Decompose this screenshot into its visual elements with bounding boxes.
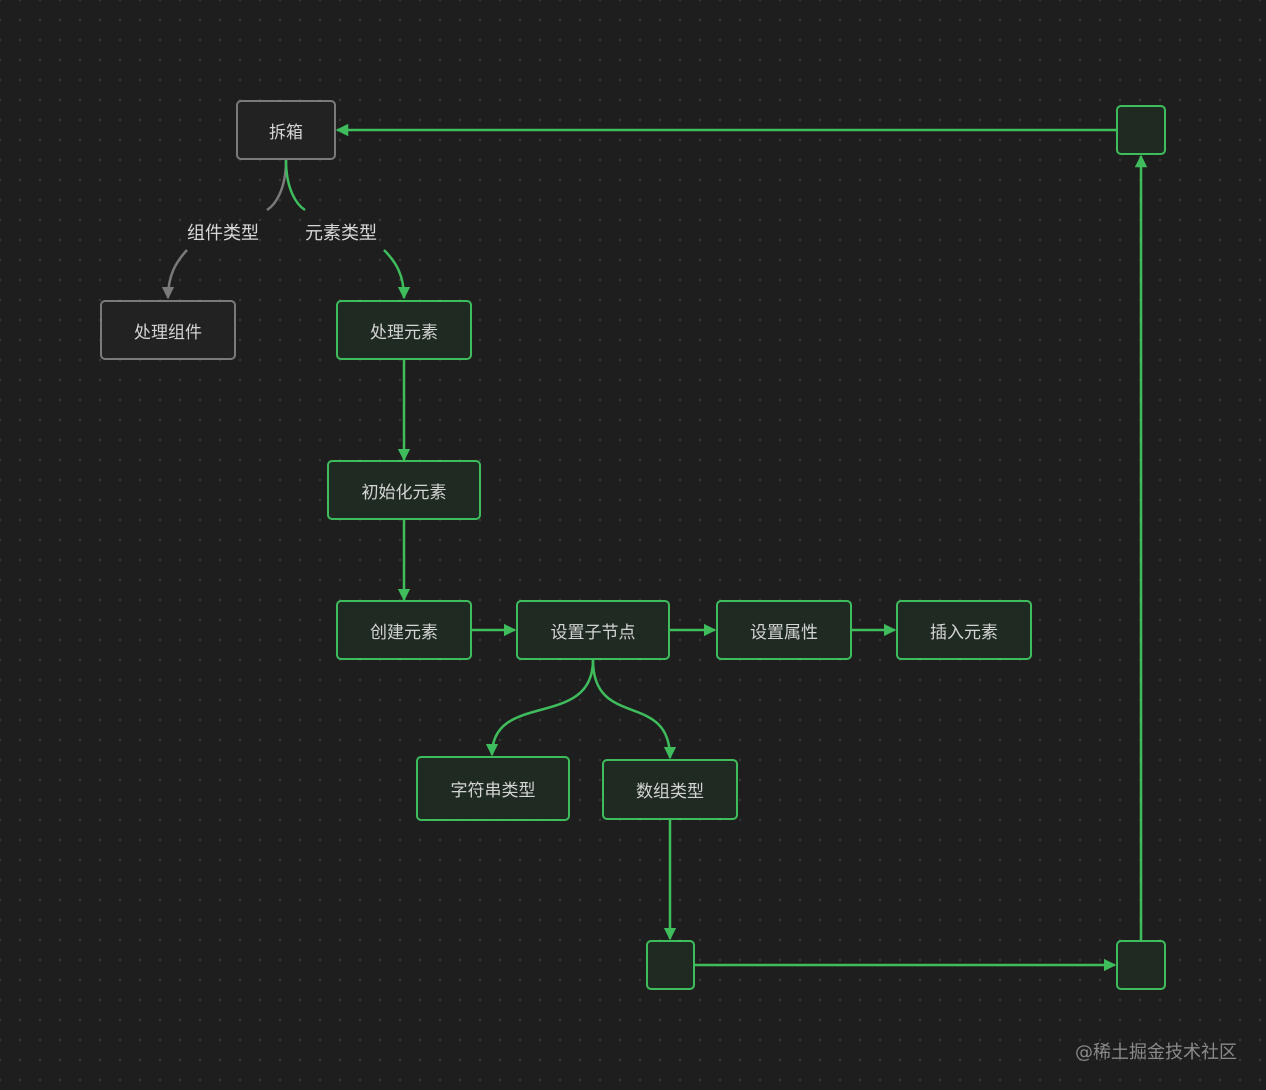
node-unbox[interactable]: 拆箱: [236, 100, 336, 160]
node-process-component[interactable]: 处理组件: [100, 300, 236, 360]
node-init-element[interactable]: 初始化元素: [327, 460, 481, 520]
node-process-element-label: 处理元素: [370, 322, 438, 343]
watermark: @稀土掘金技术社区: [1075, 1042, 1237, 1063]
edge-unbox-to-component-type: [266, 159, 288, 212]
edge-label-component-type: 组件类型: [187, 223, 259, 244]
node-create-element-label: 创建元素: [370, 622, 438, 643]
node-unbox-label: 拆箱: [269, 122, 303, 143]
node-process-component-label: 处理组件: [134, 322, 202, 343]
node-set-children-label: 设置子节点: [550, 622, 636, 643]
loop-node-bottom-right[interactable]: [1116, 940, 1166, 990]
node-set-attributes-label: 设置属性: [750, 622, 818, 643]
node-set-attributes[interactable]: 设置属性: [716, 600, 852, 660]
loop-node-bottom-left[interactable]: [646, 940, 695, 990]
edge-unbox-to-element-type: [284, 159, 306, 212]
node-string-type-label: 字符串类型: [450, 781, 536, 801]
edge-label-element-type: 元素类型: [305, 223, 377, 244]
edge-element-type-to-process-element: [383, 249, 411, 300]
loop-node-top-right[interactable]: [1116, 105, 1166, 155]
node-create-element[interactable]: 创建元素: [336, 600, 472, 660]
edge-set-children-to-array-type: [591, 659, 677, 760]
node-insert-element[interactable]: 插入元素: [896, 600, 1032, 660]
edge-set-children-to-string-type: [485, 659, 595, 757]
node-string-type[interactable]: 字符串类型: [416, 756, 570, 821]
node-array-type-label: 数组类型: [636, 782, 704, 802]
node-init-element-label: 初始化元素: [361, 482, 447, 503]
node-array-type[interactable]: 数组类型: [602, 759, 738, 820]
edge-component-type-to-process-component: [161, 249, 188, 300]
node-insert-element-label: 插入元素: [930, 622, 998, 643]
node-process-element[interactable]: 处理元素: [336, 300, 472, 360]
node-set-children[interactable]: 设置子节点: [516, 600, 670, 660]
